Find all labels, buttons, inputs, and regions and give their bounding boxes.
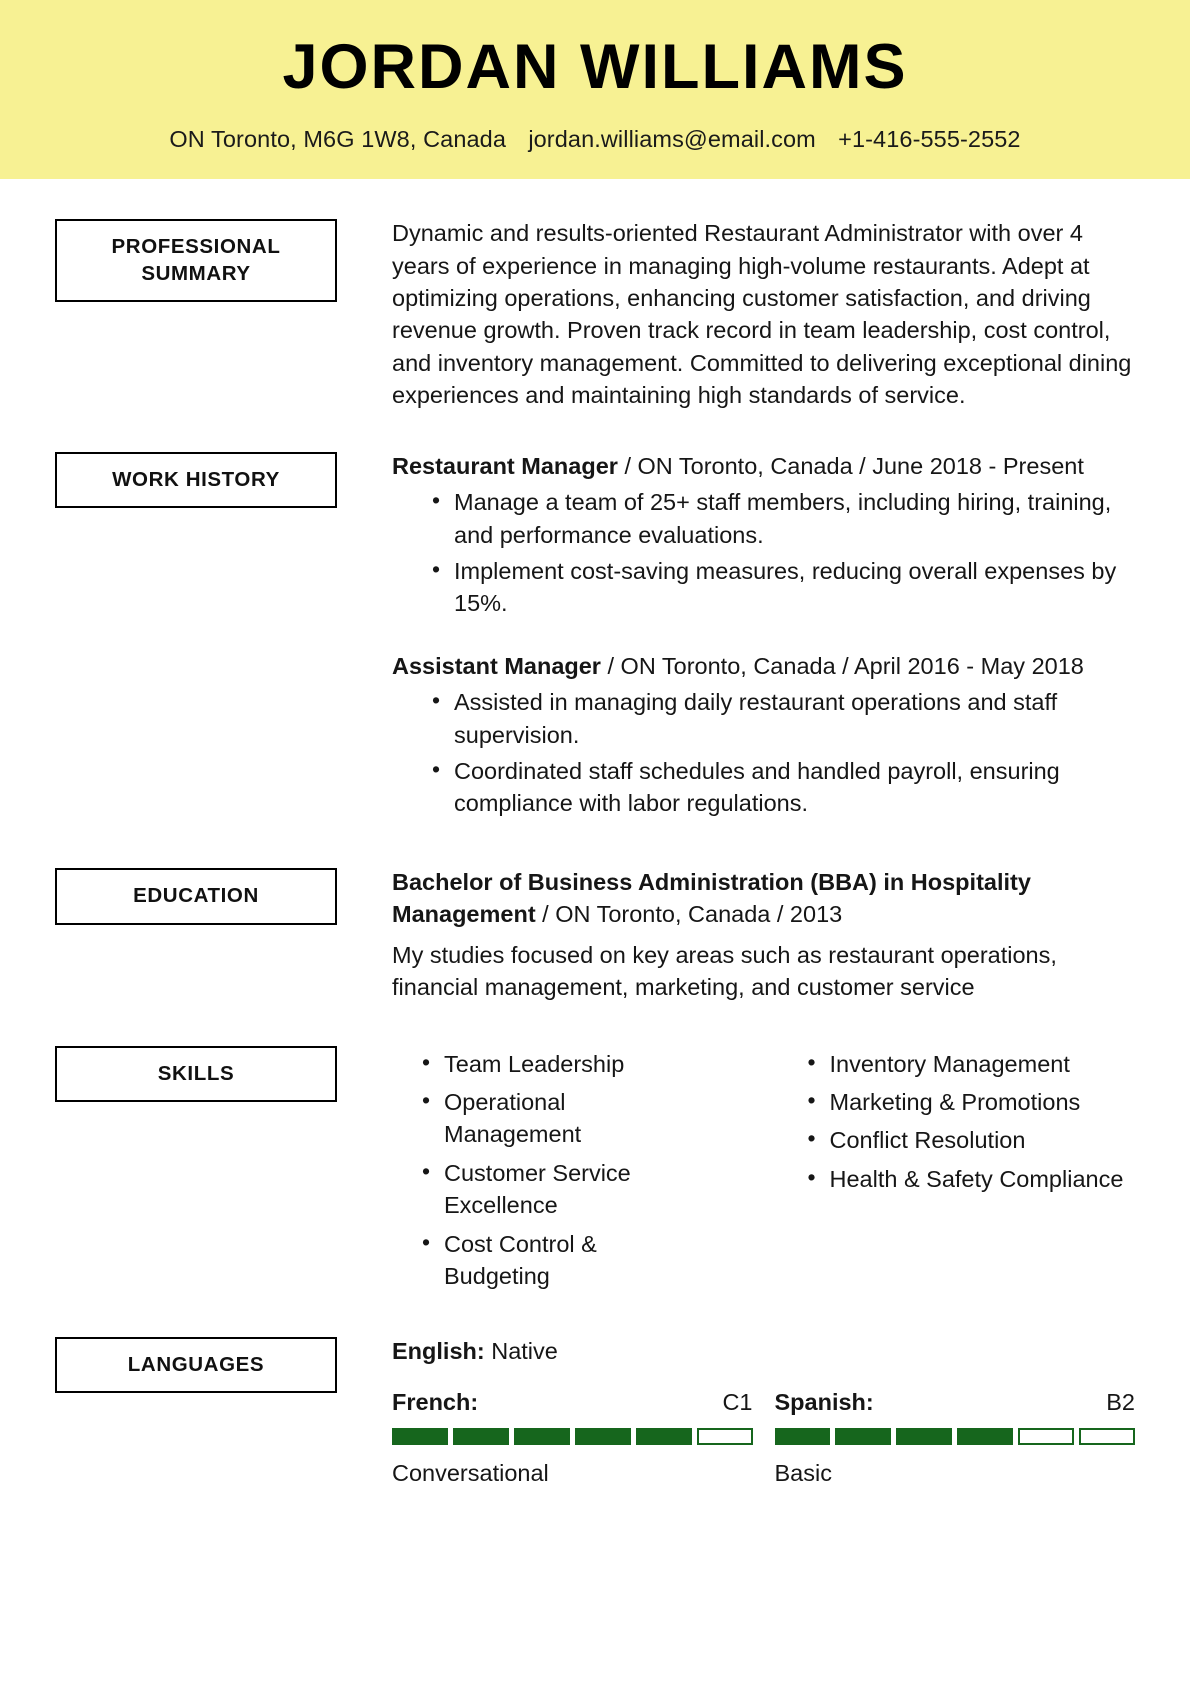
bar-segment bbox=[1018, 1427, 1075, 1445]
summary-label-line-1: PROFESSIONAL bbox=[111, 235, 281, 259]
language-french-header: French: C1 bbox=[392, 1389, 753, 1416]
resume-body: PROFESSIONAL SUMMARY Dynamic and results… bbox=[0, 179, 1190, 1535]
section-label-professional-summary: PROFESSIONAL SUMMARY bbox=[55, 219, 337, 303]
summary-text: Dynamic and results-oriented Restaurant … bbox=[392, 220, 1132, 409]
bar-segment bbox=[896, 1427, 953, 1445]
summary-label-line-2: SUMMARY bbox=[141, 261, 251, 285]
work-entry: Restaurant Manager / ON Toronto, Canada … bbox=[392, 450, 1135, 620]
skills-content: Team Leadership Operational Management C… bbox=[337, 1042, 1135, 1299]
bar-segment bbox=[774, 1427, 831, 1445]
bar-segment bbox=[392, 1427, 448, 1445]
skill-item: Customer Service Excellence bbox=[422, 1156, 637, 1222]
skills-label-column: SKILLS bbox=[55, 1042, 337, 1103]
education-label-column: EDUCATION bbox=[55, 864, 337, 925]
section-skills: SKILLS Team Leadership Operational Manag… bbox=[55, 1042, 1135, 1299]
section-label-work-history: WORK HISTORY bbox=[55, 451, 337, 509]
language-spanish-name: Spanish: bbox=[774, 1388, 874, 1415]
section-education: EDUCATION Bachelor of Business Administr… bbox=[55, 864, 1135, 1004]
language-french-description: Conversational bbox=[392, 1459, 549, 1486]
language-french-level: C1 bbox=[722, 1388, 753, 1415]
bar-segment bbox=[452, 1427, 509, 1445]
skill-item: Health & Safety Compliance bbox=[808, 1162, 1136, 1195]
bar-segment bbox=[835, 1427, 892, 1445]
work-entry-bullet: Manage a team of 25+ staff members, incl… bbox=[432, 485, 1135, 551]
languages-content: English: Native French: C1 bbox=[337, 1333, 1136, 1490]
language-item-spanish: Spanish: B2 Basic bbox=[774, 1389, 1136, 1489]
skill-item: Team Leadership bbox=[422, 1047, 637, 1080]
skills-columns: Team Leadership Operational Management C… bbox=[392, 1044, 1135, 1299]
languages-label-column: LANGUAGES bbox=[55, 1333, 337, 1394]
contact-line: ON Toronto, M6G 1W8, Canada jordan.willi… bbox=[0, 126, 1190, 153]
language-spanish-level: B2 bbox=[1106, 1388, 1135, 1415]
bar-segment bbox=[696, 1427, 753, 1445]
language-native-name: English: bbox=[392, 1337, 485, 1364]
work-entry-title: Restaurant Manager bbox=[392, 452, 618, 479]
language-french-bar bbox=[392, 1427, 753, 1445]
resume-header: JORDAN WILLIAMS ON Toronto, M6G 1W8, Can… bbox=[0, 0, 1190, 180]
education-content: Bachelor of Business Administration (BBA… bbox=[337, 864, 1135, 1004]
bar-segment bbox=[957, 1427, 1014, 1445]
education-degree: Bachelor of Business Administration (BBA… bbox=[392, 868, 1031, 928]
contact-phone[interactable]: +1-416-555-2552 bbox=[838, 126, 1021, 153]
section-label-education: EDUCATION bbox=[55, 867, 337, 925]
section-label-skills: SKILLS bbox=[55, 1045, 337, 1103]
bar-segment bbox=[1079, 1427, 1136, 1445]
section-work-history: WORK HISTORY Restaurant Manager / ON Tor… bbox=[55, 448, 1135, 824]
section-professional-summary: PROFESSIONAL SUMMARY Dynamic and results… bbox=[55, 215, 1135, 412]
education-meta: / ON Toronto, Canada / 2013 bbox=[535, 901, 843, 928]
work-entry-title: Assistant Manager bbox=[392, 652, 601, 679]
summary-label-column: PROFESSIONAL SUMMARY bbox=[55, 215, 337, 303]
work-history-content: Restaurant Manager / ON Toronto, Canada … bbox=[337, 448, 1135, 824]
work-entry-heading: Restaurant Manager / ON Toronto, Canada … bbox=[392, 450, 1135, 482]
bar-segment bbox=[635, 1427, 692, 1445]
language-spanish-description: Basic bbox=[774, 1459, 832, 1486]
work-entry-bullet: Coordinated staff schedules and handled … bbox=[432, 754, 1135, 820]
skill-item: Conflict Resolution bbox=[808, 1123, 1136, 1156]
skill-item: Operational Management bbox=[422, 1085, 637, 1151]
skill-item: Marketing & Promotions bbox=[808, 1085, 1136, 1118]
language-french-name: French: bbox=[392, 1388, 479, 1415]
section-label-languages: LANGUAGES bbox=[55, 1336, 337, 1394]
language-proficiency-grid: French: C1 Conversational bbox=[392, 1389, 1136, 1489]
work-entry-bullets: Assisted in managing daily restaurant op… bbox=[392, 685, 1135, 820]
summary-content: Dynamic and results-oriented Restaurant … bbox=[337, 215, 1135, 412]
skill-item: Cost Control & Budgeting bbox=[422, 1227, 637, 1293]
work-entry: Assistant Manager / ON Toronto, Canada /… bbox=[392, 650, 1135, 820]
contact-email[interactable]: jordan.williams@email.com bbox=[528, 126, 816, 153]
work-entry-meta: / ON Toronto, Canada / April 2016 - May … bbox=[600, 652, 1084, 679]
skills-list-left: Team Leadership Operational Management C… bbox=[392, 1047, 750, 1293]
candidate-name: JORDAN WILLIAMS bbox=[282, 32, 908, 102]
work-history-label-column: WORK HISTORY bbox=[55, 448, 337, 509]
bar-segment bbox=[513, 1427, 570, 1445]
work-entry-bullets: Manage a team of 25+ staff members, incl… bbox=[392, 485, 1135, 620]
skills-column-left: Team Leadership Operational Management C… bbox=[392, 1047, 750, 1299]
language-spanish-bar bbox=[774, 1427, 1136, 1445]
language-spanish-header: Spanish: B2 bbox=[775, 1389, 1136, 1416]
contact-location: ON Toronto, M6G 1W8, Canada bbox=[169, 126, 507, 153]
language-native-level: Native bbox=[491, 1337, 558, 1364]
skills-column-right: Inventory Management Marketing & Promoti… bbox=[778, 1047, 1136, 1299]
education-description: My studies focused on key areas such as … bbox=[392, 941, 1057, 1001]
skills-list-right: Inventory Management Marketing & Promoti… bbox=[778, 1047, 1136, 1196]
language-item-french: French: C1 Conversational bbox=[392, 1389, 753, 1489]
work-entry-bullet: Implement cost-saving measures, reducing… bbox=[432, 554, 1135, 620]
education-heading: Bachelor of Business Administration (BBA… bbox=[392, 866, 1135, 931]
work-entry-heading: Assistant Manager / ON Toronto, Canada /… bbox=[392, 650, 1135, 682]
work-entry-meta: / ON Toronto, Canada / June 2018 - Prese… bbox=[617, 452, 1084, 479]
bar-segment bbox=[574, 1427, 631, 1445]
skill-item: Inventory Management bbox=[808, 1047, 1136, 1080]
section-languages: LANGUAGES English: Native French: C1 bbox=[55, 1333, 1136, 1490]
work-entry-bullet: Assisted in managing daily restaurant op… bbox=[432, 685, 1135, 751]
language-native: English: Native bbox=[392, 1335, 1135, 1367]
